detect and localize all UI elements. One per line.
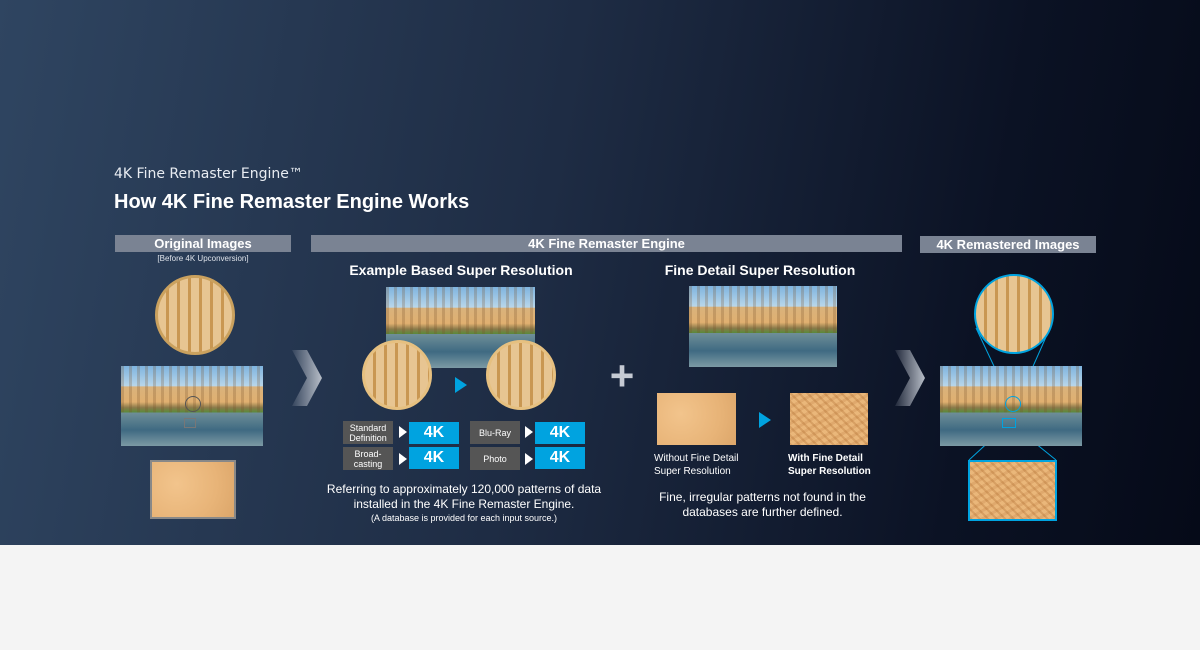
example-note: (A database is provided for each input s… xyxy=(370,513,558,523)
source-label: Photo xyxy=(470,447,520,470)
original-focus-box xyxy=(184,418,196,428)
arrow-right-icon xyxy=(399,426,407,438)
page-title: How 4K Fine Remaster Engine Works xyxy=(114,191,470,213)
original-detail-crop xyxy=(150,460,236,519)
engine-bar: 4K Fine Remaster Engine xyxy=(311,235,902,252)
fine-detail-photo xyxy=(689,286,837,367)
example-description: Referring to approximately 120,000 patte… xyxy=(326,482,602,511)
original-zoom-circle xyxy=(155,275,235,355)
with-detail-caption: With Fine Detail Super Resolution xyxy=(788,453,871,477)
example-based-heading: Example Based Super Resolution xyxy=(349,262,573,278)
4k-badge: 4K xyxy=(535,422,585,444)
source-label: Blu-Ray xyxy=(470,421,520,444)
original-images-note: [Before 4K Upconversion] xyxy=(157,254,249,263)
4k-badge: 4K xyxy=(409,422,459,444)
remastered-zoom-circle xyxy=(974,274,1054,354)
fine-detail-heading: Fine Detail Super Resolution xyxy=(664,262,856,278)
subtitle: 4K Fine Remaster Engine™ xyxy=(114,166,303,182)
without-detail-caption: Without Fine Detail Super Resolution xyxy=(654,453,739,477)
arrow-right-icon xyxy=(525,426,533,438)
with-detail-swatch xyxy=(790,393,868,445)
source-label: Standard Definition xyxy=(343,421,393,444)
remastered-focus-box xyxy=(1002,418,1016,428)
original-focus-ring xyxy=(185,396,201,412)
remastered-images-bar: 4K Remastered Images xyxy=(920,236,1096,253)
infographic-banner xyxy=(0,0,1200,545)
without-detail-swatch xyxy=(657,393,736,445)
arrow-right-icon xyxy=(525,453,533,465)
remastered-detail-crop xyxy=(968,460,1057,521)
source-label: Broad-casting xyxy=(343,447,393,470)
4k-badge: 4K xyxy=(535,447,585,469)
arrow-right-icon xyxy=(399,453,407,465)
example-input-circle xyxy=(362,340,432,410)
plus-icon: + xyxy=(609,352,635,399)
example-output-circle xyxy=(486,340,556,410)
remastered-focus-ring xyxy=(1005,396,1021,412)
fine-detail-description: Fine, irregular patterns not found in th… xyxy=(659,490,866,519)
arrow-right-icon xyxy=(759,412,771,428)
arrow-right-icon xyxy=(455,377,467,393)
original-images-bar: Original Images xyxy=(115,235,291,252)
4k-badge: 4K xyxy=(409,447,459,469)
